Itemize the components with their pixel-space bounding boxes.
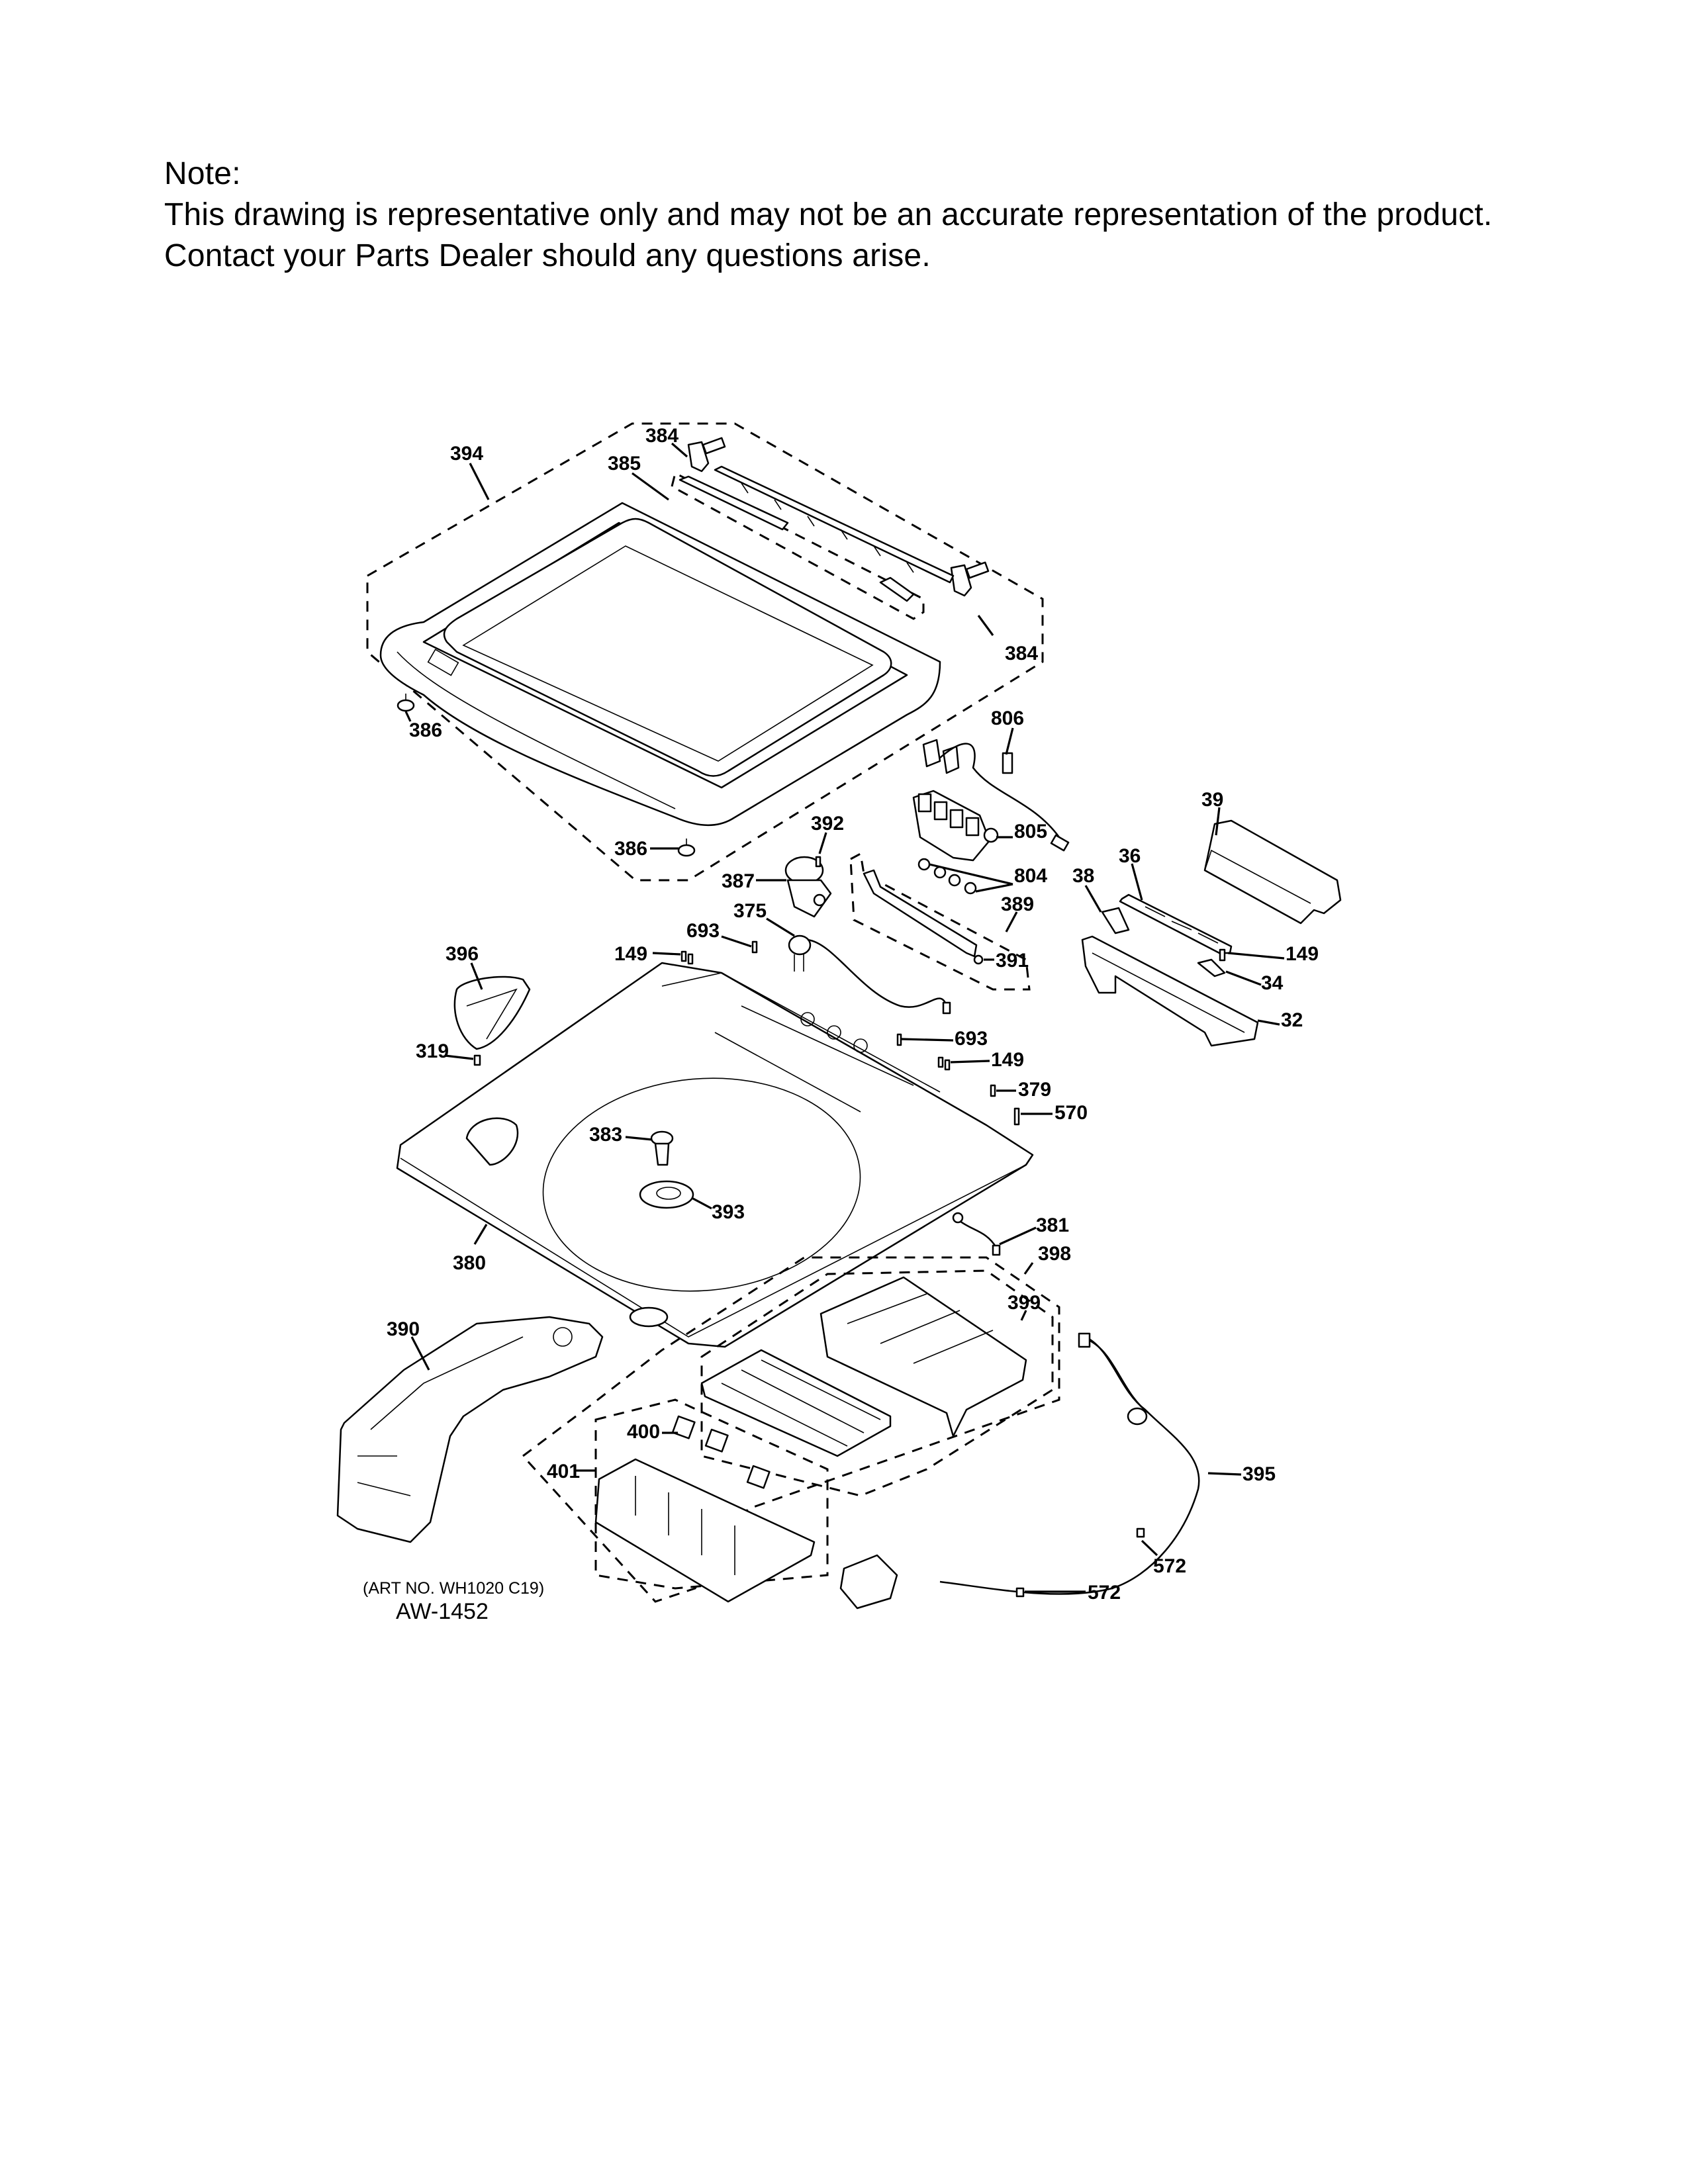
callout-693-mid: 693	[955, 1028, 988, 1050]
lid-part	[379, 502, 941, 826]
water-valve	[912, 790, 999, 862]
screw-319	[473, 1054, 481, 1066]
callout-387: 387	[722, 870, 755, 892]
callout-379: 379	[1018, 1079, 1051, 1101]
screw-693-top	[751, 940, 758, 954]
callout-396: 396	[445, 943, 479, 965]
callout-38: 38	[1072, 865, 1094, 887]
callout-693-top: 693	[686, 920, 720, 942]
callout-393: 393	[712, 1201, 745, 1223]
knob-bracket	[1101, 907, 1130, 934]
hose-group-outline	[849, 852, 1031, 991]
panel-clip	[1197, 958, 1226, 978]
callout-labels: 394 384 385 384 386 386 806 805 392 387 …	[387, 425, 1319, 1604]
lid-bumper-lower	[677, 839, 696, 857]
callout-34: 34	[1261, 972, 1284, 994]
screw-392	[815, 856, 821, 868]
damper-rod	[679, 475, 915, 602]
clip-572-bottom	[1015, 1587, 1025, 1598]
callout-570: 570	[1055, 1102, 1088, 1124]
callout-386-upper: 386	[409, 719, 442, 741]
clip-572-right	[1136, 1527, 1145, 1538]
control-panel-frame	[1081, 935, 1259, 1047]
drain-duct-390	[336, 1316, 604, 1543]
callout-572-bottom: 572	[1088, 1582, 1121, 1604]
screw-570	[1013, 1107, 1020, 1126]
screws-149-top	[680, 950, 694, 965]
dispenser-group-outline	[521, 1256, 1060, 1603]
lid-bumper-upper	[397, 694, 415, 712]
disclaimer-note: Note: This drawing is representative onl…	[164, 154, 1492, 277]
callout-149-right: 149	[1286, 943, 1319, 965]
hinge-top	[687, 437, 726, 473]
note-line-2: Contact your Parts Dealer should any que…	[164, 238, 931, 273]
callout-386-lower: 386	[614, 838, 647, 860]
control-panel-cover	[1203, 819, 1342, 925]
callout-384-top: 384	[645, 425, 679, 447]
hinge-right	[950, 561, 990, 597]
dispenser-drawer-401	[594, 1458, 816, 1603]
callout-385: 385	[608, 453, 641, 475]
drawer-group-outline	[594, 1398, 829, 1590]
lid-assembly-group-outline	[366, 422, 1044, 882]
callout-381: 381	[1036, 1214, 1069, 1236]
callout-400: 400	[627, 1421, 660, 1443]
sensor-harness-381	[952, 1212, 1001, 1256]
callout-572-right: 572	[1153, 1555, 1186, 1577]
fill-hose	[863, 869, 984, 965]
detergent-cup	[453, 976, 531, 1050]
callout-32: 32	[1281, 1009, 1303, 1031]
leader-lines	[404, 442, 1285, 1593]
screw-379	[990, 1084, 996, 1097]
callout-149-mid: 149	[991, 1049, 1024, 1071]
callout-390: 390	[387, 1318, 420, 1340]
callout-395: 395	[1243, 1463, 1276, 1485]
callout-36: 36	[1119, 845, 1141, 867]
screws-149-mid	[937, 1056, 951, 1071]
drawing-id: AW-1452	[396, 1599, 489, 1624]
valve-screens	[917, 858, 977, 895]
valve-wire-harness	[922, 739, 1070, 852]
art-number: (ART NO. WH1020 C19)	[363, 1579, 544, 1598]
callout-394: 394	[450, 443, 483, 465]
dispenser-tray-398	[700, 1349, 892, 1457]
top-cover	[396, 962, 1034, 1348]
hinge-bar	[714, 465, 955, 584]
lid-lock	[784, 856, 832, 918]
callout-392: 392	[811, 813, 844, 835]
wire-harness-395	[839, 1332, 1200, 1610]
callout-399: 399	[1008, 1292, 1041, 1314]
callout-319: 319	[416, 1040, 449, 1062]
dispenser-caps-400	[671, 1415, 771, 1489]
callout-398: 398	[1038, 1243, 1071, 1265]
callout-380: 380	[453, 1252, 486, 1274]
damper-group-outline	[671, 471, 925, 620]
callout-375: 375	[733, 900, 767, 922]
callout-806: 806	[991, 707, 1024, 729]
dispenser-housing-399	[820, 1276, 1027, 1437]
callout-391: 391	[996, 950, 1029, 972]
callout-383: 383	[589, 1124, 622, 1146]
screw-693-mid	[896, 1033, 902, 1046]
pressure-sensor	[788, 934, 951, 1015]
note-line-1: This drawing is representative only and …	[164, 197, 1493, 232]
callout-389: 389	[1001, 893, 1034, 915]
control-board	[1119, 893, 1233, 954]
nozzle-393	[639, 1180, 694, 1209]
screw-149-panel	[1219, 948, 1226, 962]
callout-384-right: 384	[1005, 643, 1038, 664]
callout-804: 804	[1014, 865, 1047, 887]
callout-39: 39	[1201, 789, 1223, 811]
pulsator-cap-383	[650, 1130, 674, 1166]
callout-401: 401	[547, 1461, 580, 1482]
note-heading: Note:	[164, 156, 241, 191]
callout-805: 805	[1014, 821, 1047, 842]
callout-149-top: 149	[614, 943, 647, 965]
